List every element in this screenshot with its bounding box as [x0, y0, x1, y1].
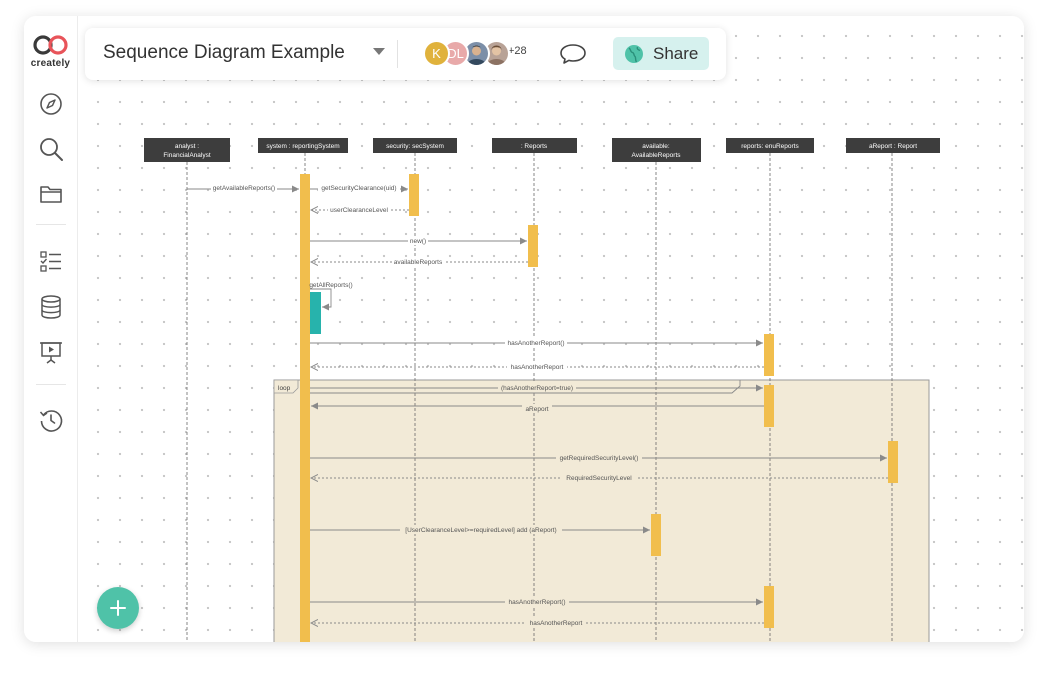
- plus-icon: [110, 600, 126, 616]
- diagram-canvas[interactable]: [78, 16, 1024, 642]
- globe-icon: [625, 45, 643, 63]
- share-label: Share: [653, 44, 699, 63]
- chevron-down-icon[interactable]: [373, 48, 385, 55]
- logo-text: creately: [30, 58, 71, 69]
- sidebar-divider: [36, 224, 66, 225]
- presentation-icon[interactable]: [38, 339, 64, 365]
- toolbar-divider: [397, 40, 398, 68]
- more-collaborators-count[interactable]: +28: [508, 45, 527, 57]
- compass-icon[interactable]: [38, 91, 64, 117]
- person-icon: [487, 45, 506, 65]
- search-icon[interactable]: [38, 136, 64, 162]
- app-window: creately: [24, 16, 1024, 642]
- document-title[interactable]: Sequence Diagram Example: [103, 42, 345, 63]
- avatar[interactable]: [483, 40, 510, 67]
- avatar-initials: K: [432, 46, 441, 61]
- avatar[interactable]: K: [423, 40, 450, 67]
- checklist-icon[interactable]: [38, 249, 64, 275]
- history-icon[interactable]: [38, 407, 64, 433]
- database-icon[interactable]: [38, 294, 64, 320]
- comment-icon[interactable]: [559, 42, 587, 66]
- person-icon: [467, 45, 486, 65]
- share-button[interactable]: Share: [613, 37, 709, 70]
- left-sidebar: creately: [24, 16, 78, 642]
- avatar-initials: DL: [447, 46, 464, 61]
- add-shape-button[interactable]: [97, 587, 139, 629]
- sidebar-divider: [36, 384, 66, 385]
- top-toolbar: Sequence Diagram Example K DL +28 Share: [85, 28, 726, 80]
- folder-icon[interactable]: [38, 181, 64, 207]
- creately-logo: [33, 35, 68, 55]
